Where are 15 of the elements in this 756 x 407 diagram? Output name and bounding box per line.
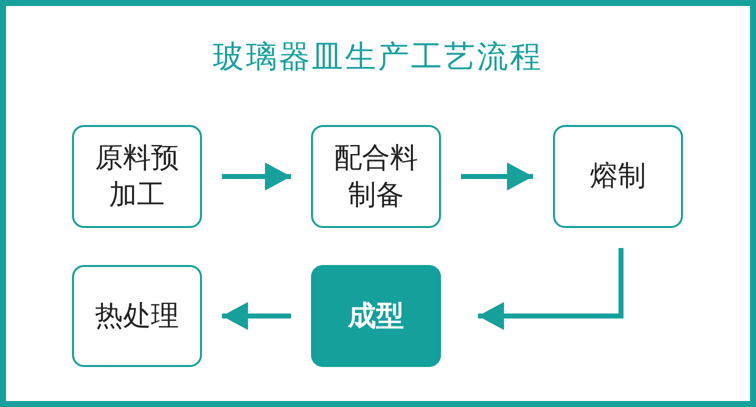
step-label: 熔制 [590, 158, 646, 194]
arrow [461, 162, 533, 190]
step-label: 原料预加工 [94, 140, 180, 212]
arrow [222, 162, 291, 190]
process-box [72, 125, 202, 228]
highlighted-process-box [311, 265, 441, 367]
arrow [222, 302, 291, 330]
step-label: 热处理 [95, 298, 179, 334]
step-label: 成型 [348, 298, 404, 334]
title: 玻璃器皿生产工艺流程 [212, 38, 544, 77]
process-box [553, 125, 683, 228]
process-box [311, 125, 441, 228]
arrow [478, 248, 624, 330]
step-label: 配合料制备 [333, 140, 419, 212]
process-box [72, 265, 202, 367]
